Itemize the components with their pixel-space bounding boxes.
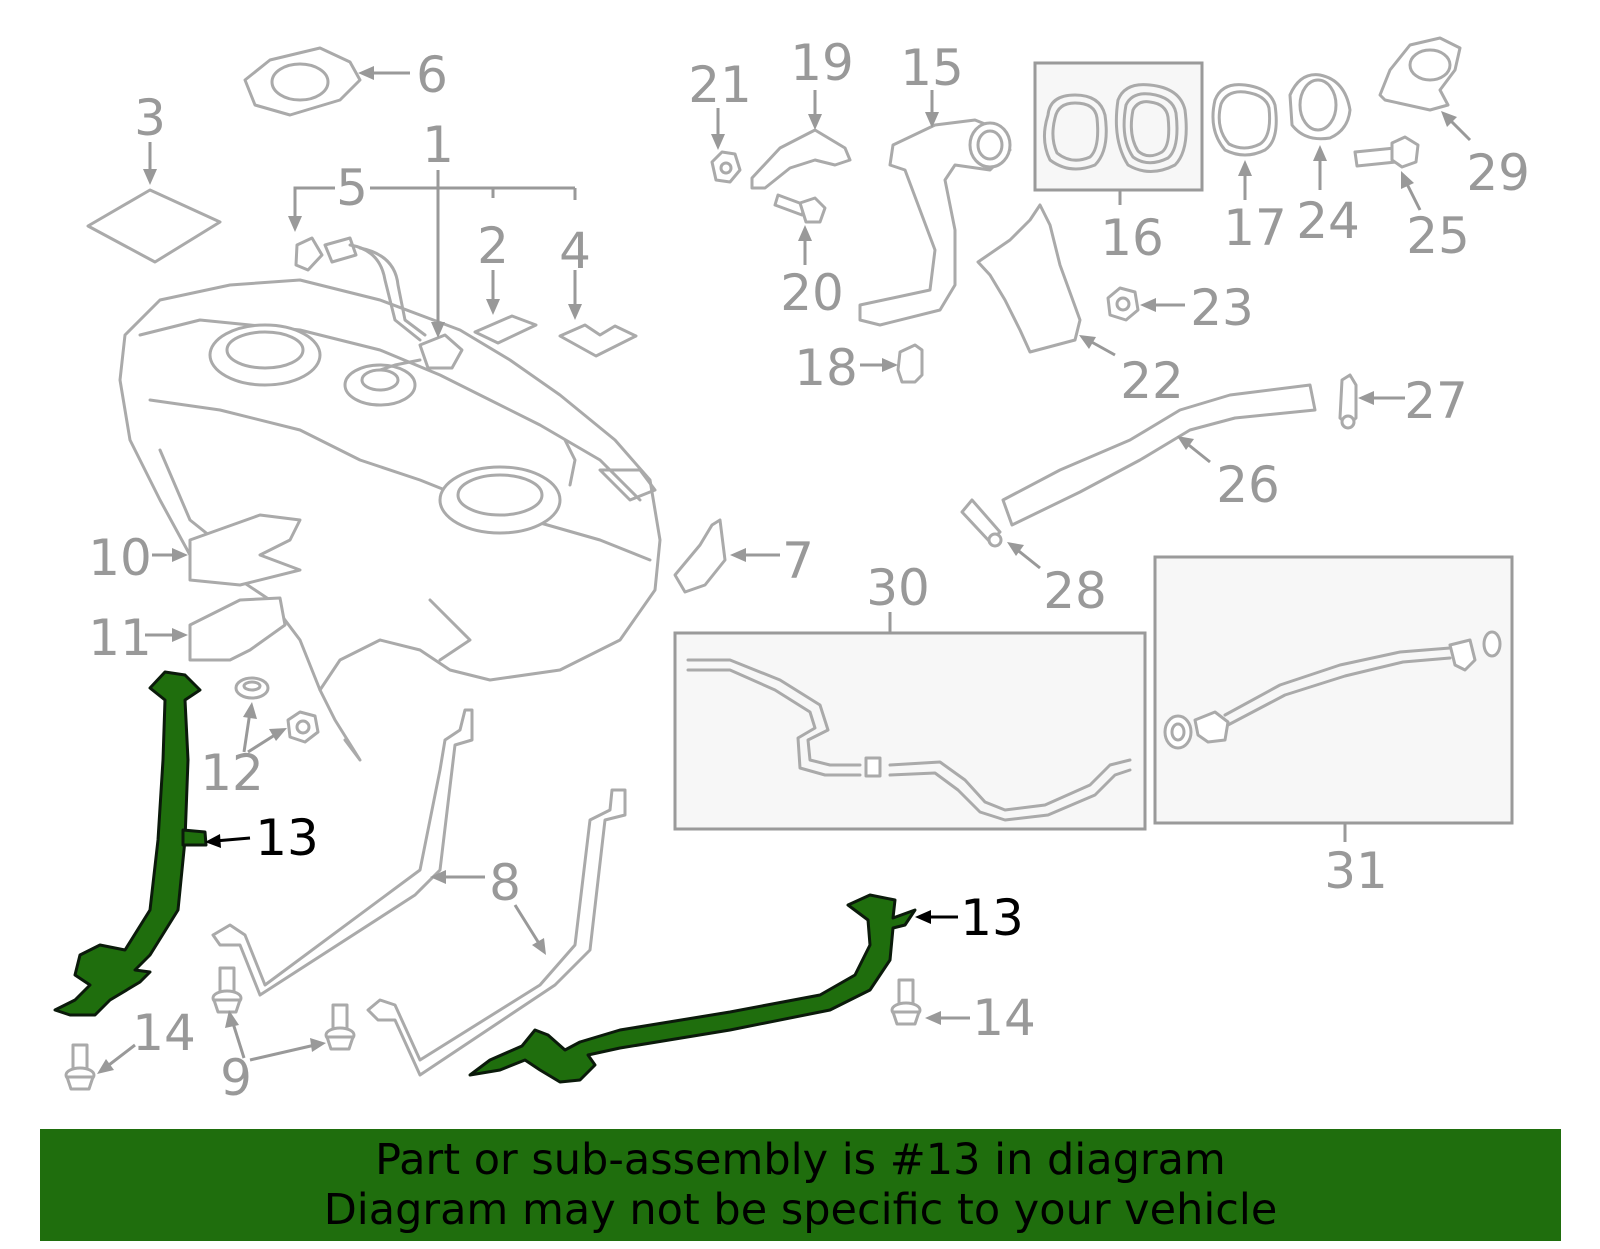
callout-25: 25 — [1406, 207, 1470, 265]
callout-2: 2 — [477, 217, 509, 275]
fuel-pump-hose[interactable] — [294, 236, 464, 372]
callout-21: 21 — [688, 56, 752, 114]
pump-cover-plate[interactable] — [243, 46, 362, 117]
bracket-19[interactable] — [750, 128, 852, 190]
callout-22: 22 — [1120, 352, 1184, 410]
info-banner: Part or sub-assembly is #13 in diagram D… — [40, 1129, 1561, 1241]
callout-28: 28 — [1043, 562, 1107, 620]
fuel-line-assembly[interactable] — [686, 658, 1132, 822]
callout-8: 8 — [489, 854, 521, 912]
clip-18[interactable] — [896, 343, 924, 384]
bolt-25[interactable] — [1353, 135, 1420, 169]
callout-14-right: 14 — [972, 989, 1036, 1047]
tank-straps[interactable] — [211, 708, 627, 1077]
seal-kit-box — [1033, 61, 1204, 192]
bolt-20[interactable] — [773, 193, 827, 224]
filler-pipe[interactable] — [858, 118, 1012, 327]
callout-7: 7 — [782, 532, 814, 590]
callout-13-left[interactable]: 13 — [255, 809, 319, 867]
callout-30: 30 — [866, 559, 930, 617]
callout-29: 29 — [1466, 144, 1530, 202]
nut-23[interactable] — [1106, 286, 1140, 322]
hose-clamp-28[interactable] — [960, 498, 1003, 548]
callout-9: 9 — [220, 1049, 252, 1107]
callout-12: 12 — [200, 744, 264, 802]
heat-shield-lower[interactable] — [188, 596, 287, 662]
callout-27: 27 — [1404, 372, 1468, 430]
hose-clamp-27[interactable] — [1338, 373, 1358, 430]
callout-5: 5 — [336, 159, 368, 217]
callout-14-left: 14 — [132, 1004, 196, 1062]
fuel-cap[interactable] — [1378, 36, 1462, 112]
vent-hose[interactable] — [1001, 383, 1317, 527]
seal-kit[interactable] — [1043, 83, 1188, 173]
bolt-14a[interactable] — [64, 1043, 96, 1091]
callout-4: 4 — [559, 222, 591, 280]
banner-line-part-number: Part or sub-assembly is #13 in diagram — [375, 1135, 1226, 1185]
callout-18: 18 — [794, 339, 858, 397]
callout-3: 3 — [134, 89, 166, 147]
pad-corner[interactable] — [558, 323, 638, 358]
seal-17[interactable] — [1211, 83, 1278, 157]
leader-lines — [97, 66, 1472, 1074]
pad-small[interactable] — [473, 314, 538, 345]
bolt-14b[interactable] — [890, 978, 922, 1026]
vent-line-assembly[interactable] — [1163, 630, 1502, 750]
fuel-tank[interactable] — [118, 278, 662, 762]
callout-1: 1 — [422, 116, 454, 174]
insulator-pad[interactable] — [86, 188, 222, 264]
callout-labels: 1 2 3 4 5 6 7 8 9 10 11 12 13 13 14 14 1… — [88, 34, 1530, 1107]
callout-6: 6 — [416, 46, 448, 104]
grommet-set[interactable] — [234, 676, 320, 744]
bolt-9b[interactable] — [324, 1003, 356, 1051]
heat-shield-upper[interactable] — [188, 513, 302, 587]
nut-21[interactable] — [710, 150, 742, 184]
callout-24: 24 — [1296, 192, 1360, 250]
callout-20: 20 — [780, 264, 844, 322]
highlighted-bracket-left[interactable] — [53, 670, 208, 1017]
callout-15: 15 — [900, 39, 964, 97]
callout-23: 23 — [1190, 279, 1254, 337]
callout-26: 26 — [1216, 456, 1280, 514]
callout-11: 11 — [88, 609, 152, 667]
line-assembly-box-30 — [673, 631, 1147, 831]
banner-line-disclaimer: Diagram may not be specific to your vehi… — [323, 1185, 1278, 1235]
callout-10: 10 — [88, 529, 152, 587]
callout-16: 16 — [1100, 209, 1164, 267]
callout-13-right[interactable]: 13 — [960, 889, 1024, 947]
callout-17: 17 — [1223, 199, 1287, 257]
highlighted-bracket-right[interactable] — [468, 893, 917, 1084]
line-assembly-box-31 — [1153, 555, 1514, 825]
callout-19: 19 — [790, 34, 854, 92]
bolt-9a[interactable] — [211, 966, 243, 1014]
tank-bracket[interactable] — [673, 518, 727, 594]
callout-31: 31 — [1324, 842, 1388, 900]
bracket-22[interactable] — [976, 203, 1082, 354]
ring-24[interactable] — [1288, 73, 1352, 141]
